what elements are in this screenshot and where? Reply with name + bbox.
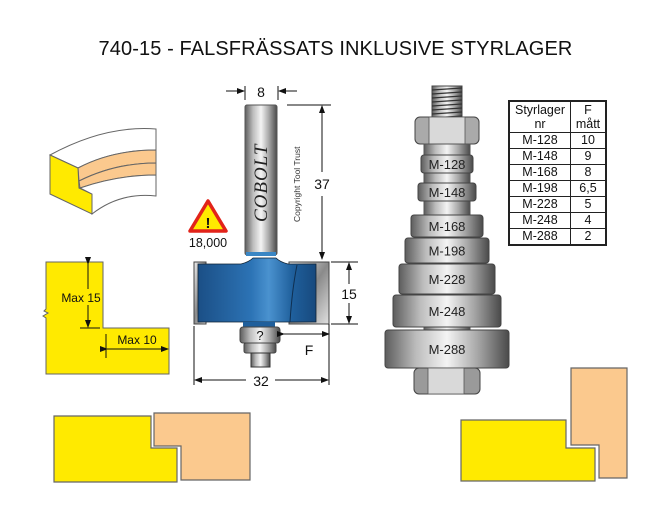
bearing-cell: M-248 xyxy=(508,212,571,229)
bearing-ring-label: M-228 xyxy=(429,272,466,287)
f-value-cell: 6,5 xyxy=(570,180,607,197)
cutter-neck xyxy=(243,322,275,328)
f-value-cell: 8 xyxy=(570,164,607,181)
bearing-ring-m-168 xyxy=(410,214,484,238)
f-value-cell: 10 xyxy=(570,132,607,149)
rebate-f-label: F xyxy=(305,342,314,358)
max-depth-label-bg xyxy=(60,289,102,305)
warning-triangle-icon xyxy=(188,199,228,233)
copyright-text: Copyright Tool Trust xyxy=(292,146,302,222)
joint-left-wood-piece xyxy=(153,412,251,481)
bearing-cell: M-128 xyxy=(508,132,571,149)
router-bit-illustration: COBOLT Copyright Tool Trust ? 8 37 15 xyxy=(193,84,358,389)
f-value-cell: 4 xyxy=(570,212,607,229)
rebate-profile-section: Max 15 Max 10 xyxy=(42,257,170,375)
header-line: F xyxy=(584,103,592,117)
cutter-flute-edge xyxy=(289,264,298,323)
cutter-body xyxy=(197,257,317,323)
header-line: Styrlager xyxy=(514,103,566,117)
joint-right-yellow-piece xyxy=(460,419,596,482)
bearing-cell: M-168 xyxy=(508,164,571,181)
bearing-cell: M-148 xyxy=(508,148,571,165)
bearing-ring-m-228 xyxy=(398,263,496,295)
max-depth-label: Max 15 xyxy=(61,291,101,305)
header-line: nr xyxy=(534,117,546,131)
bearing-ring-label: M-148 xyxy=(429,185,466,200)
max-width-label: Max 10 xyxy=(117,333,157,347)
bearing-ring-label: M-168 xyxy=(429,219,466,234)
bearing-ring-label: M-128 xyxy=(429,157,466,172)
max-width-label-bg xyxy=(114,333,160,347)
bearing-washer xyxy=(243,342,277,354)
bit-shank-collar xyxy=(246,252,276,256)
joint-right-wood-piece xyxy=(570,367,628,479)
cutting-diameter-label: 32 xyxy=(253,373,269,389)
bearing-screw xyxy=(250,352,271,368)
joint-left-yellow-piece xyxy=(53,415,178,483)
cutting-height-label: 15 xyxy=(341,286,357,302)
max-rpm-warning: ! 18,000 xyxy=(188,199,228,250)
f-value-cell: 2 xyxy=(570,228,607,246)
bearing-ring-label: M-198 xyxy=(429,244,466,259)
joint-illustration-left xyxy=(53,412,251,483)
arbor-thread xyxy=(431,85,463,121)
f-value-cell: 9 xyxy=(570,148,607,165)
shank-length-label: 37 xyxy=(314,176,330,192)
bearing-cell: M-198 xyxy=(508,180,571,197)
bearing-ring-label: M-248 xyxy=(429,304,466,319)
workpiece-lower-face xyxy=(78,174,157,216)
bearing-ring-m-148 xyxy=(417,182,477,202)
bearing-ring-m-128 xyxy=(420,154,474,174)
bit-brand-label: COBOLT xyxy=(251,143,272,222)
page-title: 740-15 - FALSFRÄSSATS INKLUSIVE STYRLAGE… xyxy=(98,38,573,60)
max-rpm-label: 18,000 xyxy=(189,236,227,250)
curved-workpiece-illustration xyxy=(48,128,157,216)
bearing-cell: M-288 xyxy=(508,228,571,246)
bearing-ring-label: M-288 xyxy=(429,342,466,357)
warning-exclamation: ! xyxy=(206,215,211,232)
bearing-ring-m-248 xyxy=(392,294,502,328)
bearing-ring-m-198 xyxy=(404,237,490,264)
shank-diameter-label: 8 xyxy=(257,84,265,100)
bearing-unknown-label: ? xyxy=(256,328,263,343)
f-value-cell: 5 xyxy=(570,196,607,213)
header-line: mått xyxy=(575,117,601,131)
bearing-cell: M-228 xyxy=(508,196,571,213)
joint-illustration-right xyxy=(460,367,628,482)
